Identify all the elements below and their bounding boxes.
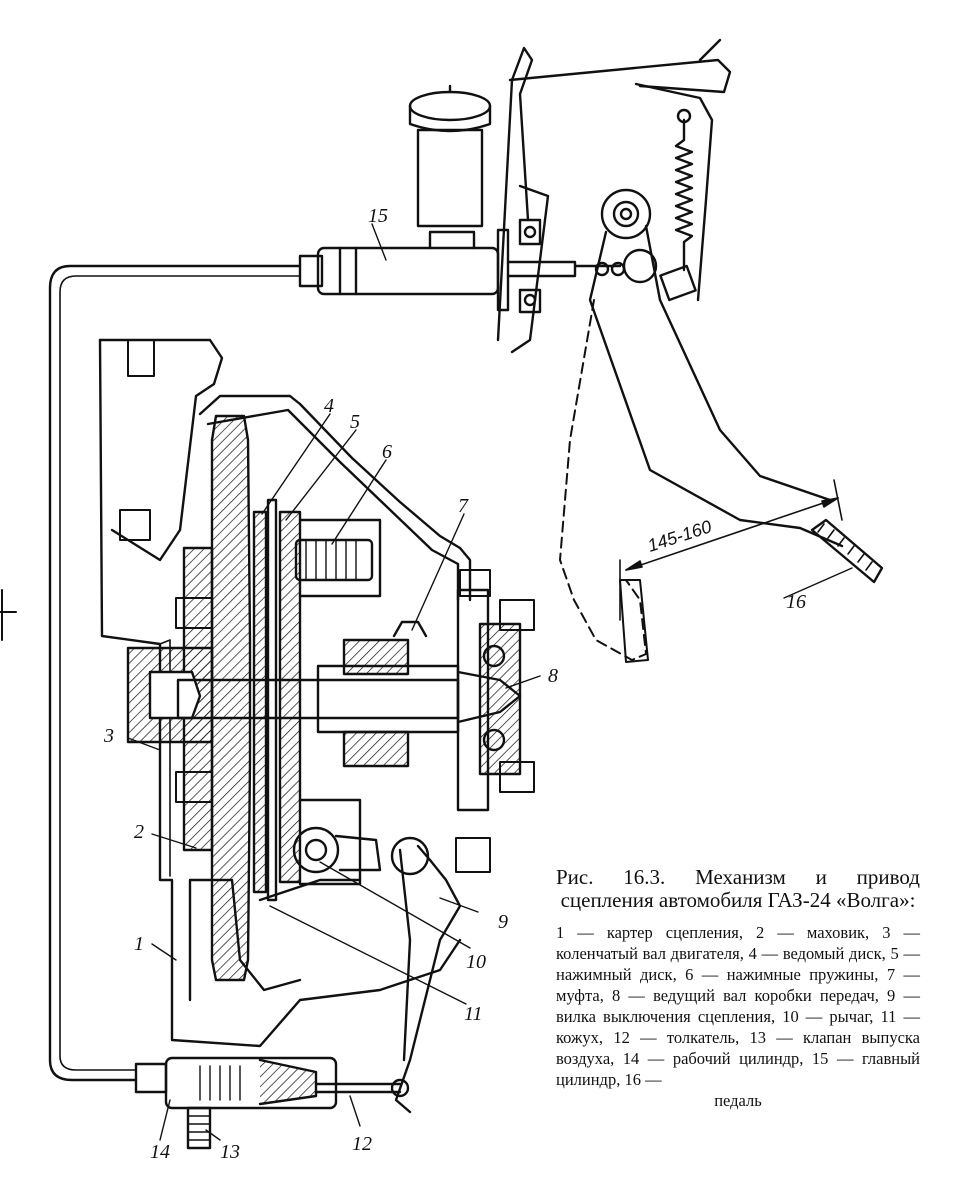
pressure-springs (294, 538, 374, 582)
slave-cylinder (134, 1056, 338, 1110)
callout-11: 11 (464, 1003, 483, 1025)
callout-4: 4 (324, 395, 334, 417)
housing-bolts (119, 339, 535, 873)
pedal-travel-label: 145-160 (645, 516, 714, 555)
figure-caption: Рис. 16.3. Механизм и привод сцепления а… (556, 866, 920, 1111)
callout-12: 12 (352, 1133, 372, 1155)
clutch-cover (198, 394, 472, 602)
pedal-travel-dimension (619, 479, 843, 621)
bearing-housing (456, 588, 522, 812)
clutch-pedal (588, 108, 884, 584)
pedal-bracket (496, 38, 732, 354)
callout-3: 3 (103, 725, 114, 747)
hydraulic-pipe (48, 264, 302, 1082)
caption-legend-text: 1 — картер сцепления, 2 — маховик, 3 — к… (556, 923, 920, 1089)
caption-legend-last: педаль (714, 1091, 762, 1110)
callout-14: 14 (150, 1141, 170, 1163)
callout-7: 7 (458, 495, 469, 517)
callout-2: 2 (134, 821, 144, 843)
callout-13: 13 (220, 1141, 240, 1163)
callout-15: 15 (368, 205, 388, 227)
callout-leaders (127, 223, 853, 1141)
pressure-plate (278, 510, 382, 886)
caption-title: Рис. 16.3. Механизм и привод сцепления а… (556, 865, 920, 912)
release-coupling (342, 620, 428, 768)
bleeder-valve (186, 1106, 212, 1150)
callout-16: 16 (786, 591, 806, 613)
callout-6: 6 (382, 441, 392, 463)
callout-10: 10 (466, 951, 486, 973)
callout-5: 5 (350, 411, 360, 433)
callout-8: 8 (548, 665, 558, 687)
release-lever (258, 826, 382, 902)
pushrod (314, 1078, 410, 1098)
caption-legend: 1 — картер сцепления, 2 — маховик, 3 — к… (556, 922, 920, 1111)
driven-disk (252, 498, 278, 902)
release-fork (390, 836, 462, 1114)
callout-9: 9 (498, 911, 508, 933)
callout-1: 1 (134, 933, 144, 955)
crankshaft (126, 646, 214, 744)
master-cylinder (298, 84, 626, 312)
pedal-released-outline (559, 299, 647, 661)
